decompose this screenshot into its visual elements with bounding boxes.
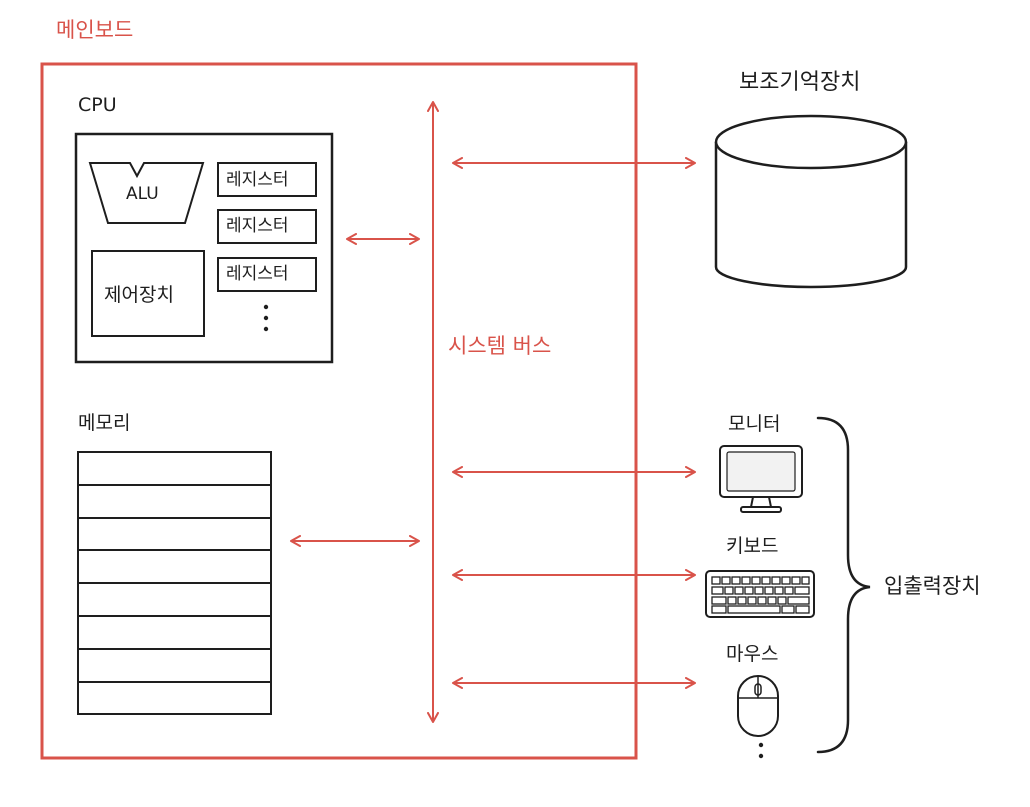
cpu-label: CPU — [78, 94, 117, 116]
register-label: 레지스터 — [226, 170, 289, 190]
mouse-icon — [737, 675, 779, 737]
mainboard-title: 메인보드 — [56, 18, 134, 42]
mouse-label: 마우스 — [726, 643, 779, 665]
io-ellipsis — [758, 742, 764, 759]
register-box — [217, 162, 317, 197]
keyboard-icon — [705, 570, 815, 618]
register-box — [217, 209, 317, 244]
io-devices-label: 입출력장치 — [884, 574, 981, 598]
monitor-icon — [719, 445, 803, 513]
register-box — [217, 257, 317, 292]
control-unit-label: 제어장치 — [104, 284, 174, 306]
cpu-box — [74, 132, 334, 364]
register-label: 레지스터 — [226, 264, 289, 284]
register-ellipsis — [263, 304, 269, 332]
keyboard-label: 키보드 — [726, 535, 779, 557]
monitor-label: 모니터 — [728, 413, 781, 435]
system-bus-label: 시스템 버스 — [448, 334, 552, 358]
memory-stack — [77, 451, 272, 715]
mainboard-frame — [40, 62, 638, 760]
alu-label: ALU — [126, 184, 159, 204]
memory-label: 메모리 — [78, 412, 131, 434]
storage-cylinder-icon — [714, 114, 908, 289]
alu-shape — [88, 162, 205, 224]
control-unit-box — [91, 250, 205, 337]
storage-label: 보조기억장치 — [739, 70, 861, 95]
io-brace — [816, 416, 871, 754]
register-label: 레지스터 — [226, 216, 289, 236]
